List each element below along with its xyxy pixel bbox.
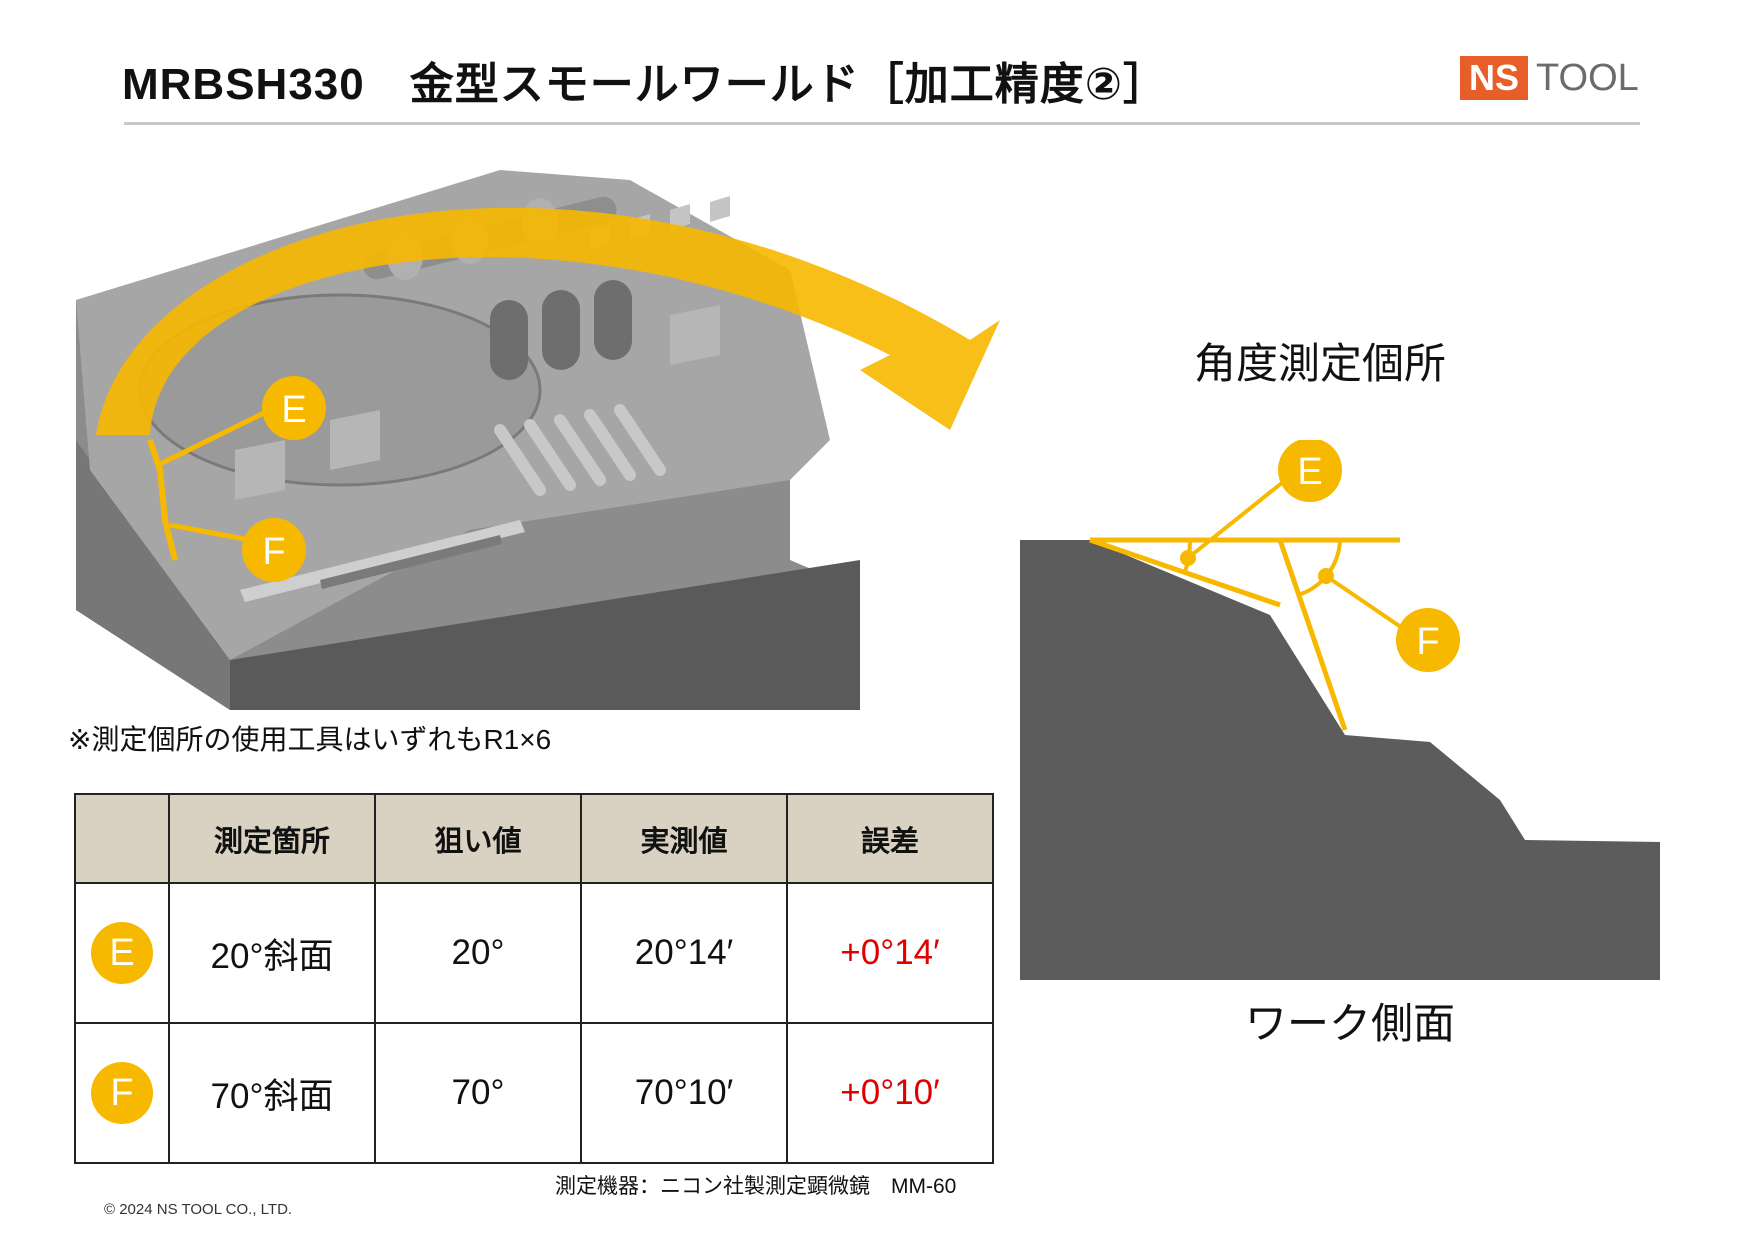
model-callout-e: E [281,389,306,431]
header-cell: 狙い値 [374,793,582,884]
error-cell: +0°10′ [786,1022,994,1164]
work-profile-diagram: E F [1020,440,1660,980]
header-cell: 誤差 [786,793,994,884]
callout-e-marker [262,376,326,440]
target-cell: 70° [374,1022,582,1164]
logo-ns: NS [1460,56,1529,100]
diagram-callout-e-marker [1278,440,1342,502]
mold-model-illustration: E F [76,170,1000,710]
tool-note: ※測定個所の使用工具はいずれもR1×6 [68,724,552,755]
instrument-note: 測定機器：ニコン社製測定顕微鏡 MM-60 [555,1175,957,1198]
work-section [1020,540,1660,980]
callout-f-marker [242,518,306,582]
angle-measurement-label: 角度測定個所 [1194,340,1447,387]
actual-cell: 20°14′ [580,882,788,1024]
header-cell [74,793,170,884]
target-cell: 20° [374,882,582,1024]
row-badge-cell: E [74,882,170,1024]
table-row: F 70°斜面 70° 70°10′ +0°10′ [74,1022,994,1164]
measurement-table: 測定箇所 狙い値 実測値 誤差 E 20°斜面 20° 20°14′ +0°14… [74,793,994,1164]
actual-cell: 70°10′ [580,1022,788,1164]
location-cell: 70°斜面 [168,1022,376,1164]
diagram-callout-e: E [1297,451,1322,493]
row-badge-f: F [91,1062,153,1124]
arrow-icon [96,207,1000,435]
diagram-callout-f: F [1416,621,1439,663]
work-side-label: ワーク側面 [1245,1000,1456,1047]
location-cell: 20°斜面 [168,882,376,1024]
company-logo: NS TOOL [1460,56,1639,100]
row-badge-e: E [91,922,153,984]
model-callout-f: F [262,531,285,573]
logo-tool: TOOL [1536,57,1639,99]
copyright: © 2024 NS TOOL CO., LTD. [104,1201,293,1218]
table-header-row: 測定箇所 狙い値 実測値 誤差 [74,793,994,884]
title-divider [124,122,1640,125]
page-title: MRBSH330 金型スモールワールド［加工精度②］ [122,60,1168,109]
row-badge-cell: F [74,1022,170,1164]
header-cell: 測定箇所 [168,793,376,884]
table-row: E 20°斜面 20° 20°14′ +0°14′ [74,882,994,1024]
error-cell: +0°14′ [786,882,994,1024]
header-cell: 実測値 [580,793,788,884]
diagram-callout-f-marker [1396,608,1460,672]
